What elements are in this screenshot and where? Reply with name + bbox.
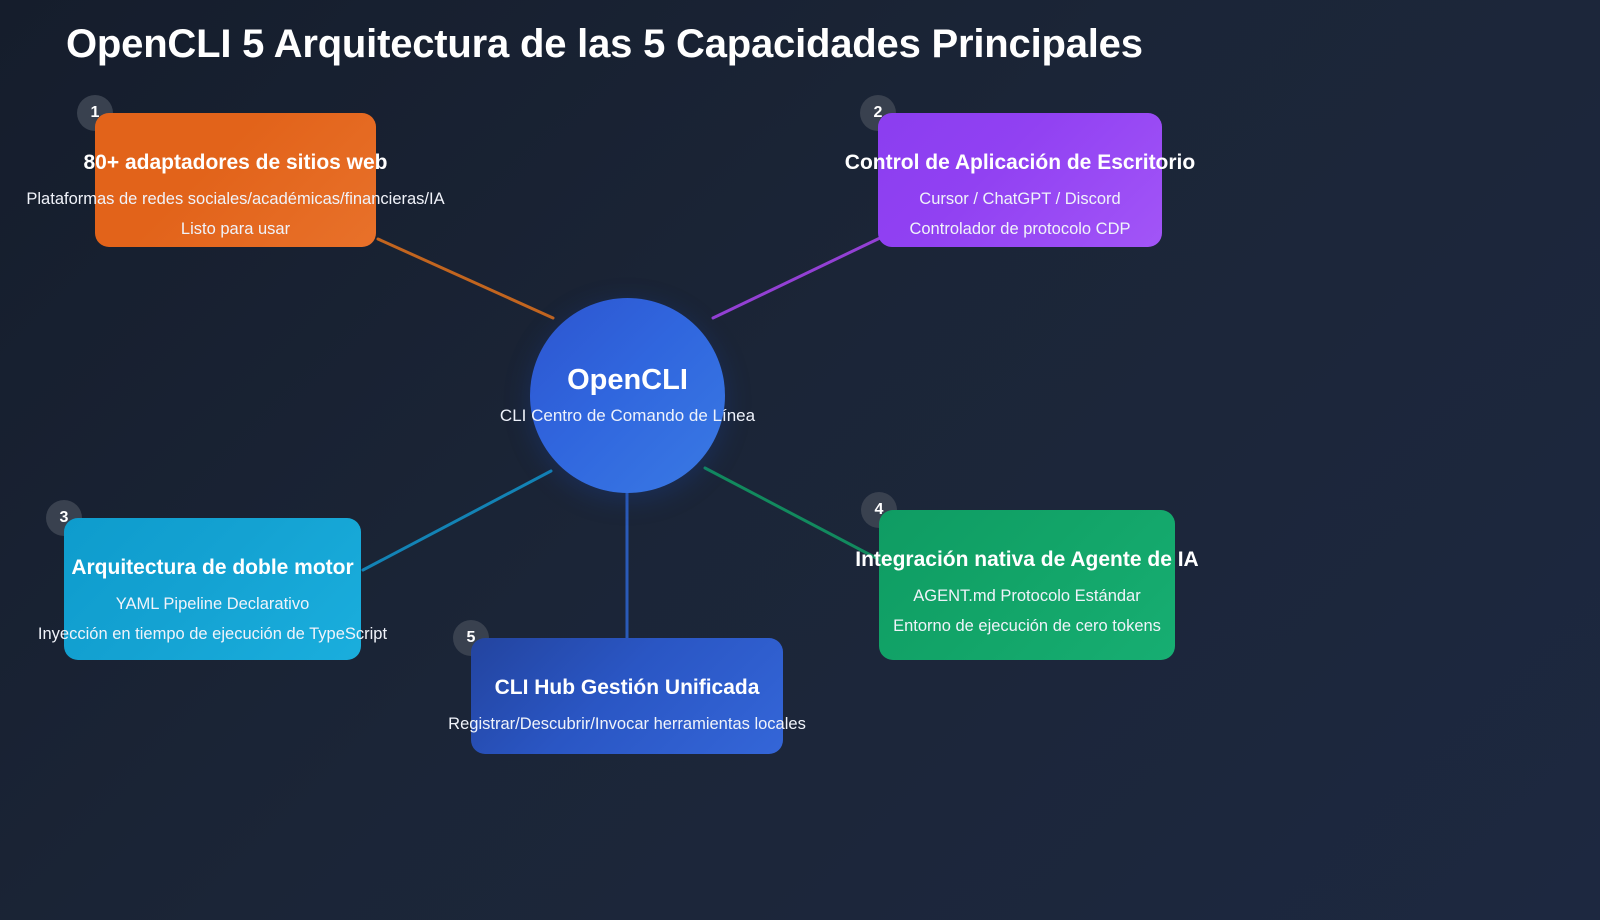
capability-card-2-surface [878, 113, 1162, 247]
capability-card-5-content: CLI Hub Gestión Unificada Registrar/Desc… [448, 676, 806, 738]
capability-card-5-surface [471, 638, 783, 754]
capability-card-3-content: Arquitectura de doble motor YAML Pipelin… [38, 556, 387, 647]
capability-card-5-title: CLI Hub Gestión Unificada [494, 676, 760, 699]
connector-hub-to-card-1 [376, 237, 555, 320]
capability-card-4-title: Integración nativa de Agente de IA [855, 548, 1199, 571]
connector-hub-to-card-4 [703, 466, 882, 562]
capability-card-1-surface [95, 113, 376, 247]
capability-card-5[interactable]: 5 CLI Hub Gestión Unificada Registrar/De… [448, 620, 806, 754]
page-title: OpenCLI 5 Arquitectura de las 5 Capacida… [66, 22, 1143, 66]
capability-card-5-line-1: Registrar/Descubrir/Invocar herramientas… [448, 715, 806, 734]
capability-card-3[interactable]: 3 Arquitectura de doble motor YAML Pipel… [38, 500, 387, 660]
capability-card-1-line-1: Plataformas de redes sociales/académicas… [26, 190, 445, 209]
capability-card-1-line-2: Listo para usar [180, 219, 291, 238]
capability-card-4-line-1: AGENT.md Protocolo Estándar [913, 587, 1141, 606]
capability-card-2[interactable]: 2 Control de Aplicación de Escritorio Cu… [845, 95, 1195, 247]
capability-card-2-title: Control de Aplicación de Escritorio [844, 151, 1196, 174]
connector-hub-to-card-3 [361, 469, 553, 572]
capability-card-2-line-1: Cursor / ChatGPT / Discord [919, 190, 1121, 209]
capability-card-4[interactable]: 4 Integración nativa de Agente de IA AGE… [855, 492, 1199, 660]
capability-card-3-surface [64, 518, 361, 660]
center-node-opencli[interactable]: OpenCLI CLI Centro de Comando de Línea [500, 298, 755, 493]
center-node-title: OpenCLI [567, 363, 688, 396]
capability-card-1-title: 80+ adaptadores de sitios web [83, 151, 388, 174]
capability-card-4-surface [879, 510, 1175, 660]
capability-card-2-content: Control de Aplicación de Escritorio Curs… [845, 151, 1195, 242]
capability-card-1[interactable]: 1 80+ adaptadores de sitios web Platafor… [26, 95, 445, 247]
capability-card-3-title: Arquitectura de doble motor [71, 556, 354, 579]
connector-hub-to-card-2 [711, 236, 882, 320]
capability-card-2-line-2: Controlador de protocolo CDP [909, 219, 1131, 238]
capability-card-3-line-1: YAML Pipeline Declarativo [115, 595, 310, 614]
capability-card-3-line-2: Inyección en tiempo de ejecución de Type… [37, 624, 388, 643]
capability-card-1-content: 80+ adaptadores de sitios web Plataforma… [26, 151, 444, 242]
capability-card-4-line-2: Entorno de ejecución de cero tokens [893, 616, 1161, 635]
center-node-content: OpenCLI CLI Centro de Comando de Línea [499, 363, 756, 426]
center-node-subtitle: CLI Centro de Comando de Línea [499, 406, 756, 426]
capability-card-4-content: Integración nativa de Agente de IA AGENT… [855, 548, 1198, 639]
